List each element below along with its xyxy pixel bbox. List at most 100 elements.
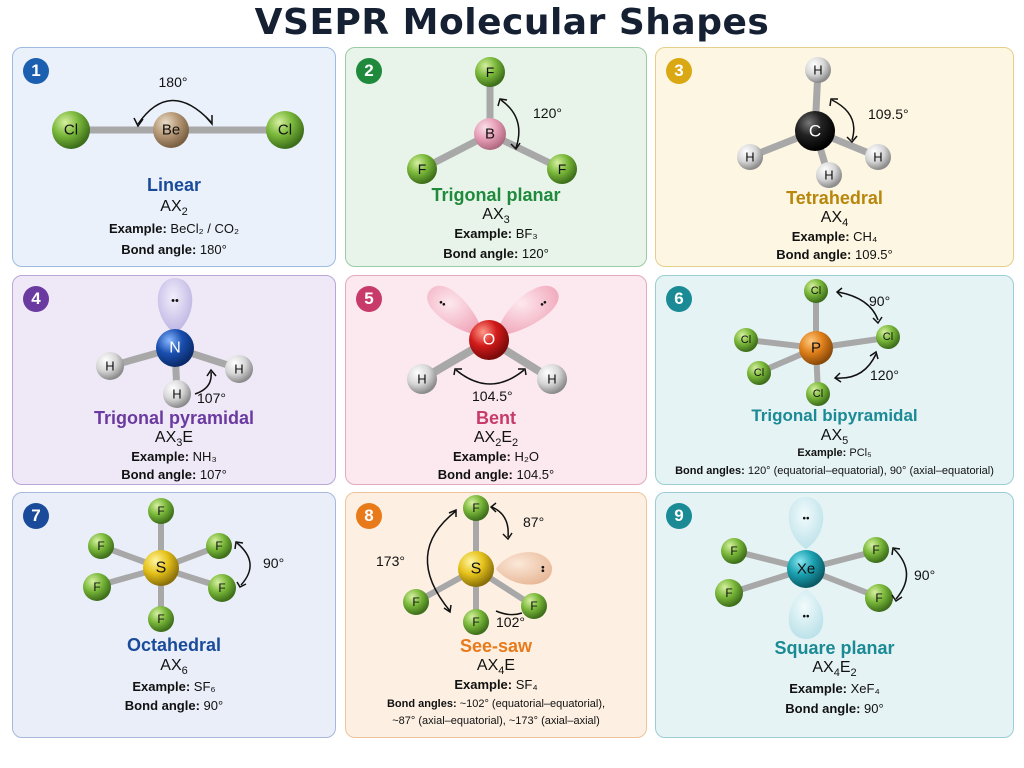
shape-name: Bent — [476, 408, 516, 428]
lone-pair-lobe — [157, 278, 193, 334]
bond-angle-line: Bond angle: 109.5° — [776, 247, 893, 262]
fluorine-atom — [407, 154, 437, 184]
svg-text:••: •• — [171, 295, 179, 307]
svg-text:Cl: Cl — [754, 367, 764, 379]
svg-text:Cl: Cl — [741, 334, 751, 346]
beryllium-atom — [153, 112, 189, 148]
card-number-badge: 8 — [356, 503, 382, 529]
svg-text:F: F — [875, 591, 882, 605]
shape-formula: AX5 — [820, 427, 849, 448]
hydrogen-atom — [805, 57, 831, 83]
svg-text:B: B — [485, 126, 495, 143]
sulfur-atom — [458, 551, 494, 587]
svg-text:F: F — [157, 504, 164, 518]
oxygen-atom — [469, 320, 509, 360]
chlorine-atom — [747, 361, 771, 385]
bond-angle-line: Bond angle: 180° — [121, 242, 227, 257]
shape-formula: AX2 — [160, 198, 188, 219]
card-number-badge: 5 — [356, 286, 382, 312]
example-line: Example: BeCl₂ / CO₂ — [108, 221, 240, 236]
card-number-badge: 2 — [356, 58, 382, 84]
angle-label: 180° — [159, 74, 188, 90]
svg-text:Be: Be — [162, 122, 180, 139]
fluorine-atom — [148, 498, 174, 524]
fluorine-atom — [403, 589, 429, 615]
shape-formula: AX4E2 — [812, 659, 857, 680]
svg-text:••: •• — [802, 514, 810, 525]
example-line: Example: H₂O — [453, 449, 539, 464]
svg-text:Cl: Cl — [278, 122, 292, 139]
angle-label: 104.5° — [472, 388, 513, 404]
svg-text:H: H — [105, 359, 114, 374]
svg-text:H: H — [873, 150, 882, 165]
hydrogen-atom — [407, 364, 437, 394]
svg-text:Cl: Cl — [883, 331, 893, 343]
phosphorus-atom — [799, 331, 833, 365]
svg-text:Xe: Xe — [797, 561, 815, 578]
trigonal-planar-molecule-diagram: 120° F B F F — [407, 57, 577, 184]
angle-arc-axial-axial — [426, 510, 457, 612]
svg-text:F: F — [218, 581, 225, 595]
bond-angle-line: Bond angle: 104.5° — [437, 467, 555, 482]
linear-molecule-diagram: 180° Cl Be Cl — [52, 74, 304, 149]
angle-label: 109.5° — [868, 106, 909, 122]
svg-text:••: •• — [802, 612, 810, 623]
shape-formula: AX3E — [154, 429, 194, 450]
trigonal-pyramidal-molecule-diagram: •• N H H H 107° — [96, 278, 253, 408]
angle-arc-equatorial — [835, 353, 877, 379]
card-number-badge: 7 — [23, 503, 49, 529]
svg-text:F: F — [412, 595, 419, 609]
fluorine-atom — [88, 533, 114, 559]
svg-text:H: H — [745, 150, 754, 165]
hydrogen-atom — [737, 144, 763, 170]
card-number-badge: 9 — [666, 503, 692, 529]
svg-text:F: F — [157, 612, 164, 626]
fluorine-atom — [715, 579, 743, 607]
svg-text:S: S — [471, 561, 482, 578]
angle-label: 120° — [533, 105, 562, 121]
angle-arc-axial-equatorial — [491, 506, 509, 538]
chlorine-atom — [734, 328, 758, 352]
shape-formula: AX6 — [160, 657, 188, 678]
angle-arc — [194, 371, 212, 395]
svg-text:••: •• — [537, 565, 548, 573]
svg-text:F: F — [472, 615, 479, 629]
fluorine-atom — [463, 495, 489, 521]
page-title: VSEPR Molecular Shapes — [254, 2, 770, 43]
bond-angle-line: Bond angle: 90° — [785, 701, 884, 716]
angle-label-equatorial: 120° — [870, 367, 899, 383]
shape-formula: AX2E2 — [473, 429, 519, 450]
lone-pair-lobe — [496, 552, 553, 585]
shape-name: Square planar — [774, 638, 895, 658]
bond-angle-line: Bond angle: 90° — [124, 698, 224, 713]
fluorine-atom — [148, 606, 174, 632]
example-line: Example: PCl₅ — [797, 447, 872, 459]
shape-formula: AX4 — [820, 209, 849, 230]
angle-arc — [137, 99, 212, 125]
svg-text:F: F — [486, 64, 495, 80]
card-trigonal-planar: 2 120° F B F F Trigonal planar AX3 Examp… — [345, 47, 647, 267]
fluorine-atom — [475, 57, 505, 87]
svg-text:F: F — [215, 539, 222, 553]
shape-name: Trigonal pyramidal — [93, 408, 255, 428]
svg-text:H: H — [172, 387, 181, 402]
sulfur-atom — [143, 550, 179, 586]
angle-label-equatorial: 102° — [496, 614, 525, 630]
svg-text:F: F — [93, 580, 100, 594]
lone-pair-lobe — [788, 589, 824, 639]
shape-name: Tetrahedral — [786, 188, 883, 208]
shape-name: Octahedral — [126, 635, 222, 655]
bond-angle-line: Bond angle: 120° — [443, 246, 549, 261]
bond-angle-line: Bond angles: 120° (equatorial–equatorial… — [675, 465, 994, 477]
svg-text:F: F — [418, 161, 427, 177]
svg-text:F: F — [730, 544, 737, 558]
chlorine-atom — [806, 382, 830, 406]
svg-text:F: F — [530, 599, 537, 613]
angle-label-axial: 90° — [869, 293, 890, 309]
hydrogen-atom — [163, 380, 191, 408]
svg-text:H: H — [234, 362, 243, 377]
angle-arc-axial — [837, 291, 879, 321]
hydrogen-atom — [96, 352, 124, 380]
octahedral-molecule-diagram: F F F S F F F 90° — [83, 498, 284, 632]
svg-text:F: F — [558, 161, 567, 177]
